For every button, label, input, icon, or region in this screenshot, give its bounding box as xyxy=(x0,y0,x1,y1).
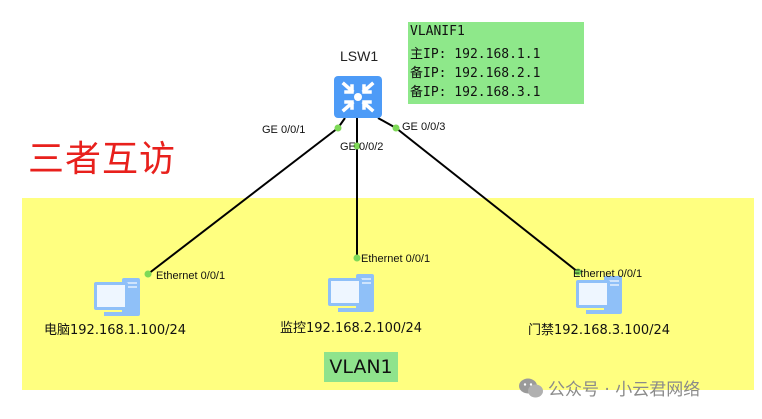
pc-icon-door-access[interactable] xyxy=(574,274,626,320)
port-dot-ge001 xyxy=(334,124,342,132)
host-label-monitor: 监控192.168.2.100/24 xyxy=(280,321,423,336)
host-label-door-access: 门禁192.168.3.100/24 xyxy=(528,323,671,338)
link-lsw1-door xyxy=(395,127,579,273)
eth-label-monitor: Ethernet 0/0/1 xyxy=(361,253,431,265)
port-dot-monitor-eth xyxy=(353,254,361,262)
port-label-ge003: GE 0/0/3 xyxy=(402,121,446,133)
eth-label-computer: Ethernet 0/0/1 xyxy=(156,270,226,282)
watermark-text: 公众号 · 小云君网络 xyxy=(548,380,701,400)
link-lsw1-pc1 xyxy=(147,127,339,275)
switch-name: LSW1 xyxy=(340,48,379,64)
eth-label-door-access: Ethernet 0/0/1 xyxy=(573,268,643,280)
vlanif-info-box: VLANIF1 主IP: 192.168.1.1 备IP: 192.168.2.… xyxy=(408,22,584,104)
port-dot-pc1-eth xyxy=(144,270,152,278)
diagram-title: 三者互访 xyxy=(28,139,177,180)
vlan-label: VLAN1 xyxy=(324,352,398,382)
watermark: 公众号 · 小云君网络 xyxy=(518,375,700,400)
port-label-ge002: GE 0/0/2 xyxy=(340,141,384,153)
port-label-ge001: GE 0/0/1 xyxy=(262,124,306,136)
vlanif-secondary-ip-2: 备IP: 192.168.3.1 xyxy=(410,85,541,100)
switch-icon[interactable] xyxy=(334,76,382,118)
port-dot-ge002 xyxy=(353,142,361,150)
port-dot-ge003 xyxy=(392,124,400,132)
port-dot-door-eth xyxy=(574,268,582,276)
pc-icon-monitor[interactable] xyxy=(326,272,378,318)
pc-icon-computer[interactable] xyxy=(92,276,144,322)
host-label-computer: 电脑192.168.1.100/24 xyxy=(44,323,187,338)
vlanif-name: VLANIF1 xyxy=(410,24,465,39)
vlanif-secondary-ip-1: 备IP: 192.168.2.1 xyxy=(410,66,541,81)
wechat-icon xyxy=(519,378,543,397)
vlanif-primary-ip: 主IP: 192.168.1.1 xyxy=(410,47,541,62)
